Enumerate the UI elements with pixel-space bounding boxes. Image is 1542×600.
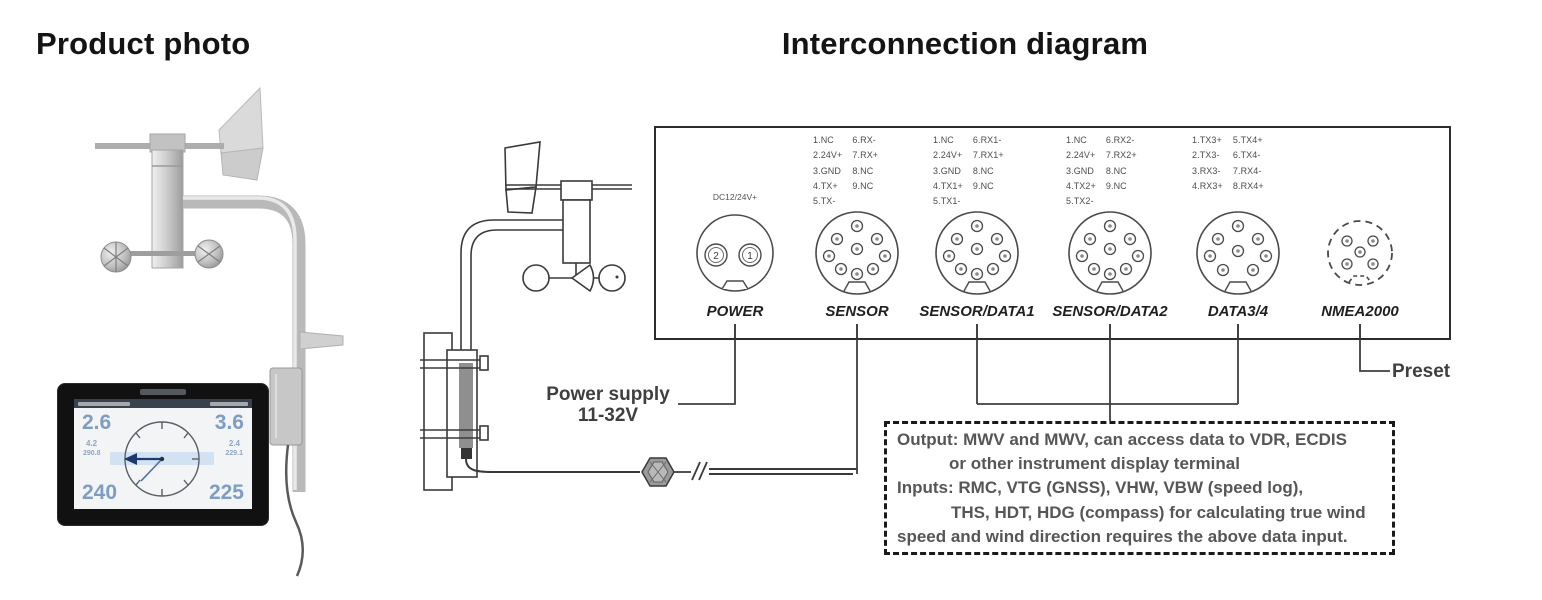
sensor-connector bbox=[816, 212, 898, 294]
display-value-bottom-left: 240 bbox=[82, 481, 118, 504]
note-line-3: Inputs: RMC, VTG (GNSS), VHW, VBW (speed… bbox=[897, 478, 1304, 498]
display-value-top-right: 3.6 bbox=[214, 411, 244, 434]
output-input-note: Output: MWV and MWV, can access data to … bbox=[884, 421, 1395, 555]
port-name-sensor: SENSOR bbox=[825, 303, 889, 320]
diagram-title: Interconnection diagram bbox=[781, 26, 1149, 61]
sensor-data1-pin-labels: 1.NC 2.24V+ 3.GND 4.TX1+ 5.TX1- 6.RX1- 7… bbox=[933, 133, 1004, 209]
preset-wire bbox=[1359, 339, 1390, 372]
sensor-data1-connector bbox=[936, 212, 1018, 294]
junction-box bbox=[269, 367, 303, 446]
wind-needle bbox=[124, 453, 165, 482]
mount-flange bbox=[299, 331, 344, 350]
power-dc-label: DC12/24V+ bbox=[712, 192, 758, 202]
sensor-double-cable bbox=[709, 468, 857, 475]
sensor-cable bbox=[284, 444, 304, 577]
note-line-4: THS, HDT, HDG (compass) for calculating … bbox=[951, 502, 1366, 522]
sensor-head-cap bbox=[149, 133, 186, 153]
display-value-mid-left-1: 4.2 bbox=[86, 439, 98, 448]
sensor-pins-col1: 1.NC 2.24V+ 3.GND 4.TX+ 5.TX- bbox=[813, 135, 843, 207]
product-photo-title: Product photo bbox=[36, 26, 251, 61]
port-name-sensor-data1: SENSOR/DATA1 bbox=[919, 303, 1035, 320]
power-pin-2: 2 bbox=[713, 251, 719, 262]
port-name-nmea2000: NMEA2000 bbox=[1321, 303, 1399, 320]
brand-logo bbox=[140, 389, 186, 395]
port-name-power: POWER bbox=[706, 303, 764, 320]
wind-vane-fin bbox=[218, 86, 264, 181]
wind-cup-right bbox=[194, 239, 224, 269]
power-pin-1: 1 bbox=[747, 251, 753, 262]
cable-connector-hexagon bbox=[641, 457, 675, 487]
cup-rod bbox=[103, 251, 222, 256]
sensor-pins-col2: 6.RX- 7.RX+ 8.NC 9.NC bbox=[852, 135, 879, 191]
sensor-data1-pins-col1: 1.NC 2.24V+ 3.GND 4.TX1+ 5.TX1- bbox=[933, 135, 963, 207]
data34-pins-col2: 5.TX4+ 6.TX4- 7.RX4- 8.RX4+ bbox=[1232, 135, 1264, 191]
power-supply-line1: Power supply bbox=[546, 384, 670, 405]
power-supply-label: Power supply 11-32V bbox=[540, 384, 676, 426]
compass-ticks bbox=[125, 422, 199, 496]
sensor-line-drawing bbox=[420, 141, 640, 491]
power-connector: 2 1 bbox=[696, 214, 774, 292]
mount-pipe bbox=[183, 195, 306, 492]
display-unit: 2.6 3.6 4.2 290.8 2.4 229.1 240 225 bbox=[57, 383, 269, 526]
instrument-box bbox=[654, 126, 1451, 340]
display-value-top-left: 2.6 bbox=[82, 411, 112, 434]
nmea2000-connector bbox=[1327, 220, 1393, 286]
sensor-body bbox=[151, 149, 184, 269]
display-header-right-text bbox=[210, 401, 248, 406]
display-value-mid-left-2: 290.8 bbox=[83, 450, 101, 457]
sensor-data2-pins-col1: 1.NC 2.24V+ 3.GND 4.TX2+ 5.TX2- bbox=[1066, 135, 1096, 207]
display-value-mid-right-2: 229.1 bbox=[225, 450, 243, 457]
sensor-pin-labels: 1.NC 2.24V+ 3.GND 4.TX+ 5.TX- 6.RX- 7.RX… bbox=[813, 133, 878, 209]
sensor-data2-pins-col2: 6.RX2- 7.RX2+ 8.NC 9.NC bbox=[1105, 135, 1137, 191]
data34-connector bbox=[1197, 212, 1279, 294]
data34-pin-labels: 1.TX3+ 2.TX3- 3.RX3- 4.RX3+ 5.TX4+ 6.TX4… bbox=[1192, 133, 1264, 194]
display-screen: 2.6 3.6 4.2 290.8 2.4 229.1 240 225 bbox=[74, 399, 252, 509]
note-line-5: speed and wind direction requires the ab… bbox=[897, 526, 1348, 546]
display-header-left-text bbox=[78, 401, 130, 406]
sensor-data2-pin-labels: 1.NC 2.24V+ 3.GND 4.TX2+ 5.TX2- 6.RX2- 7… bbox=[1066, 133, 1137, 209]
port-name-data34: DATA3/4 bbox=[1207, 303, 1269, 320]
display-value-bottom-right: 225 bbox=[208, 481, 244, 504]
wiring bbox=[678, 339, 1390, 474]
note-line-2: or other instrument display terminal bbox=[949, 454, 1240, 474]
note-line-1: Output: MWV and MWV, can access data to … bbox=[897, 430, 1347, 449]
power-supply-line2: 11-32V bbox=[577, 405, 639, 426]
compass-rose bbox=[110, 421, 214, 497]
display-value-mid-right-1: 2.4 bbox=[228, 439, 240, 448]
data34-pins-col1: 1.TX3+ 2.TX3- 3.RX3- 4.RX3+ bbox=[1192, 135, 1223, 191]
cable-break-symbol bbox=[674, 461, 708, 481]
power-wire bbox=[678, 339, 736, 405]
data-bus-wire bbox=[976, 339, 1239, 421]
sensor-data1-pins-col2: 6.RX1- 7.RX1+ 8.NC 9.NC bbox=[972, 135, 1004, 191]
product-photo bbox=[95, 86, 344, 577]
display-header-bar bbox=[74, 399, 252, 408]
wind-cup-left bbox=[100, 241, 132, 273]
sensor-data2-connector bbox=[1069, 212, 1151, 294]
port-ticks bbox=[734, 324, 1361, 339]
preset-label: Preset bbox=[1392, 361, 1451, 382]
port-name-sensor-data2: SENSOR/DATA2 bbox=[1052, 303, 1168, 320]
